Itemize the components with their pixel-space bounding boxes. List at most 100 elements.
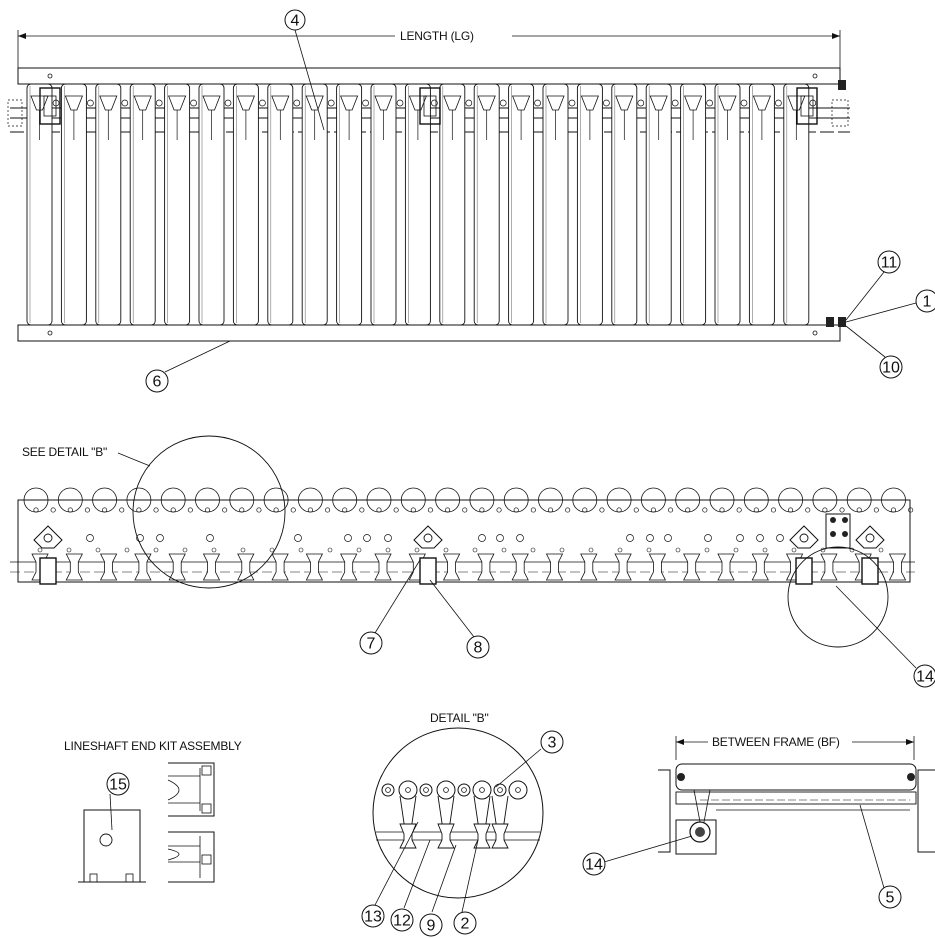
- svg-text:1: 1: [923, 294, 932, 311]
- top-roller: [60, 83, 87, 326]
- frame-hole-small: [646, 547, 652, 553]
- frame-hole-large: [136, 534, 144, 542]
- lineshaft-end-kit: LINESHAFT END KIT ASSEMBLY 15: [64, 739, 242, 883]
- roller-groove: [99, 95, 118, 111]
- top-roller: [95, 83, 122, 326]
- belt-loop: [155, 99, 163, 107]
- belt-spool: [134, 553, 152, 581]
- pulley-axle: [443, 787, 449, 793]
- frame-hole: [427, 507, 434, 513]
- frame-hole: [153, 507, 159, 513]
- callout-11: 11: [877, 250, 901, 274]
- detail-spool: [473, 823, 491, 849]
- top-roller: [680, 83, 707, 326]
- top-roller: [129, 83, 156, 326]
- detail-spool: [437, 823, 455, 849]
- bearing-block-right: [796, 87, 818, 125]
- frame-hole-large: [363, 534, 371, 542]
- belt-loop: [431, 99, 438, 107]
- frame-hole-small: [385, 547, 391, 553]
- frame-hole: [136, 507, 142, 513]
- frame-hole: [616, 507, 622, 513]
- end-view-roller: [675, 763, 917, 791]
- frame-hole: [839, 507, 845, 513]
- frame-hole-small: [153, 547, 159, 553]
- belt-spool: [168, 553, 186, 581]
- top-roller: [542, 83, 569, 326]
- frame-hole-large: [206, 534, 214, 542]
- detail-pulley: [419, 783, 433, 797]
- see-detail-label: SEE DETAIL "B": [22, 445, 107, 459]
- see-detail-b: SEE DETAIL "B": [22, 435, 286, 589]
- frame-hole: [719, 507, 725, 513]
- roller-groove: [580, 95, 599, 111]
- frame-hole: [170, 507, 176, 513]
- roller-groove: [443, 95, 462, 111]
- belt-spool: [65, 553, 83, 581]
- svg-text:3: 3: [548, 735, 557, 752]
- top-view: LENGTH (LG): [7, 9, 935, 393]
- frame-hole-large: [646, 534, 654, 542]
- callout-10: 10: [879, 355, 903, 379]
- pulley-axle: [423, 787, 429, 793]
- roller-groove: [512, 95, 531, 111]
- belt-loop: [671, 99, 679, 107]
- frame-hole: [290, 507, 296, 513]
- svg-text:5: 5: [886, 890, 895, 907]
- frame-hole: [119, 507, 125, 513]
- callout-13: 13: [361, 904, 385, 928]
- frame-hole: [908, 507, 914, 513]
- belt-spool: [305, 553, 324, 581]
- frame-hole-small: [95, 547, 101, 553]
- roller-groove: [271, 95, 290, 111]
- frame-hole-small: [66, 547, 72, 553]
- frame-hole-large: [478, 534, 486, 542]
- top-roller: [714, 83, 741, 326]
- frame-hole: [102, 507, 108, 513]
- belt-spool: [340, 553, 358, 581]
- roller-groove: [168, 95, 187, 111]
- belt-spool: [580, 553, 598, 581]
- frame-hole: [307, 507, 313, 513]
- frame-hole: [547, 507, 554, 513]
- pulley-axle: [385, 787, 391, 793]
- roller-groove: [718, 95, 737, 111]
- frame-hole-large: [756, 534, 764, 542]
- belt-spool: [237, 553, 255, 581]
- frame-hole-small: [414, 547, 420, 553]
- frame-hole-large: [776, 534, 784, 542]
- bottom-frame-rail: [17, 324, 841, 342]
- end-bolt: [842, 517, 848, 523]
- frame-hole: [788, 507, 794, 513]
- frame-hole-large: [344, 534, 352, 542]
- roller-groove: [546, 95, 565, 111]
- top-roller: [232, 83, 259, 326]
- roller-groove: [649, 95, 668, 111]
- callout-4: 4: [284, 9, 306, 31]
- callout-9: 9: [419, 913, 443, 937]
- frame-hole: [513, 507, 519, 513]
- frame-hole: [67, 507, 73, 513]
- end-bolt: [830, 517, 836, 523]
- top-roller: [370, 83, 397, 326]
- svg-text:13: 13: [364, 909, 382, 926]
- belt-spool: [820, 553, 838, 581]
- frame-hole: [496, 507, 502, 513]
- roller-groove: [236, 95, 255, 111]
- roller-groove: [752, 95, 771, 111]
- detail-pulley: [472, 780, 492, 800]
- belt-loop: [224, 99, 232, 107]
- frame-hole-small: [269, 547, 275, 553]
- frame-hole: [222, 507, 228, 513]
- frame-hole-small: [791, 547, 797, 553]
- detail-pulley: [457, 783, 471, 797]
- bearing-block-center: [419, 87, 441, 125]
- frame-hole-small: [327, 547, 333, 553]
- svg-text:2: 2: [461, 916, 470, 933]
- pulley-axle: [497, 787, 503, 793]
- belt-spool: [545, 553, 564, 581]
- frame-hole: [805, 507, 811, 513]
- callout-8: 8: [466, 635, 490, 659]
- callout-5: 5: [878, 885, 902, 909]
- belt-spool: [477, 553, 495, 581]
